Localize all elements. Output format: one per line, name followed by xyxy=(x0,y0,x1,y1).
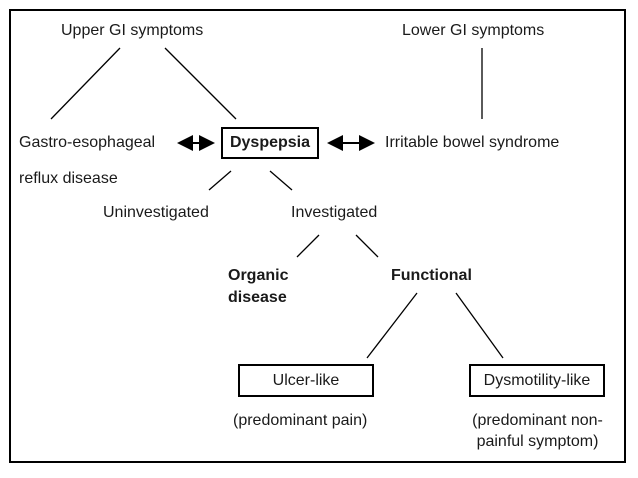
investigated-label: Investigated xyxy=(291,204,378,221)
diagram-frame xyxy=(9,9,626,463)
ulcer-like-note: (predominant pain) xyxy=(233,412,368,429)
upper-gi-symptoms-label: Upper GI symptoms xyxy=(61,22,204,39)
lower-gi-symptoms-label: Lower GI symptoms xyxy=(402,22,545,39)
edge-investigated-to-organic xyxy=(296,234,320,258)
functional-label: Functional xyxy=(391,267,472,284)
dysmotility-like-node: Dysmotility-like xyxy=(469,364,605,397)
ulcer-like-label: Ulcer-like xyxy=(272,371,340,389)
edge-upper-gi-to-gerd xyxy=(50,47,121,120)
edge-functional-to-ulcer xyxy=(366,292,418,359)
ibs-label: Irritable bowel syndrome xyxy=(385,134,560,151)
edge-dyspepsia-to-uninvestigated xyxy=(208,170,232,191)
gerd-label-line1: Gastro-esophageal xyxy=(19,134,156,151)
dysmotility-note-line1: (predominant non- xyxy=(472,412,603,429)
dysmotility-note-line2: painful symptom) xyxy=(476,433,599,450)
dysmotility-like-label: Dysmotility-like xyxy=(483,371,591,389)
edge-upper-gi-to-dyspepsia xyxy=(164,47,237,120)
gerd-label-line2: reflux disease xyxy=(19,170,118,187)
edge-dyspepsia-to-investigated xyxy=(269,170,293,191)
uninvestigated-label: Uninvestigated xyxy=(103,204,209,221)
ulcer-like-node: Ulcer-like xyxy=(238,364,374,397)
organic-disease-label-line1: Organic xyxy=(228,267,289,284)
dyspepsia-node: Dyspepsia xyxy=(221,127,319,159)
organic-disease-label-line2: disease xyxy=(228,289,287,306)
edge-functional-to-dysmotility xyxy=(455,292,504,359)
dyspepsia-label: Dyspepsia xyxy=(229,134,311,151)
edge-investigated-to-functional xyxy=(355,234,379,258)
